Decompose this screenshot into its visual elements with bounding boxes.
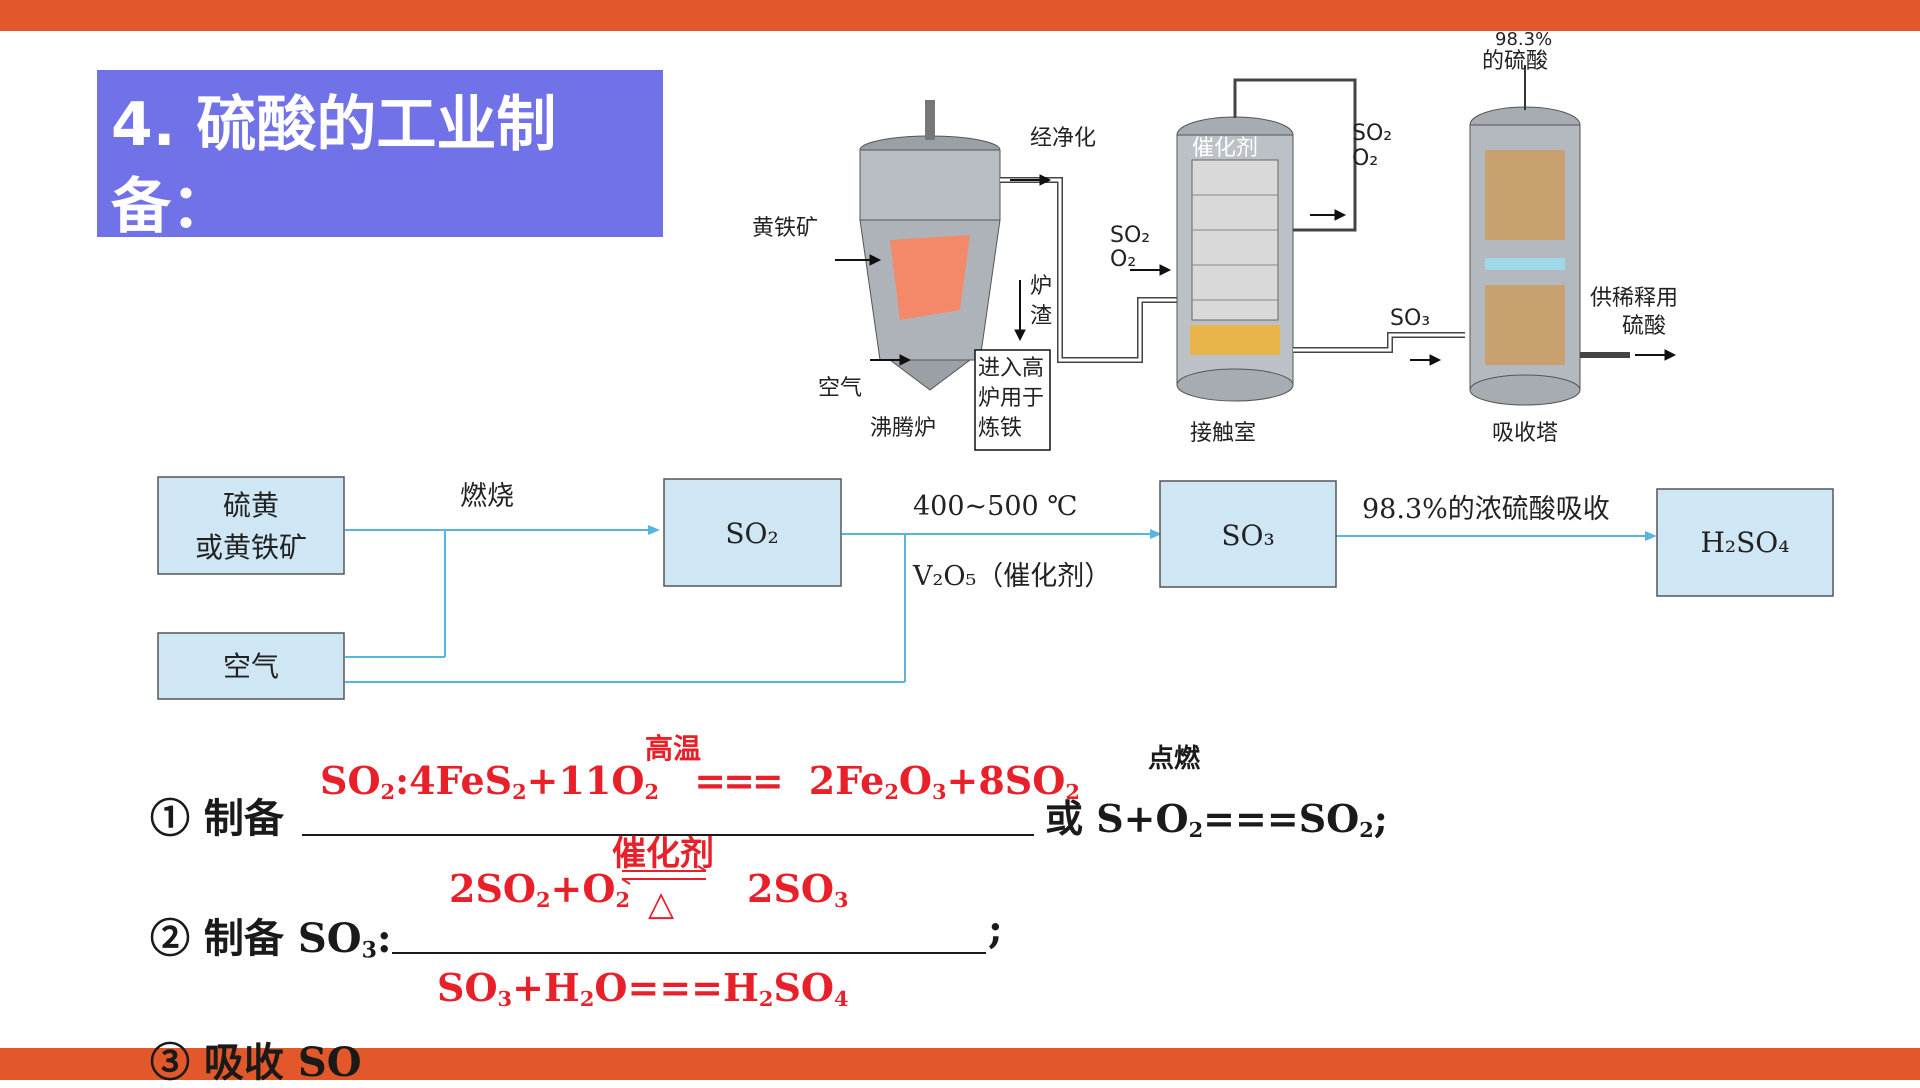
process-flowchart: 硫黄 或黄铁矿 空气 SO₂ SO₃ H₂SO₄ 燃烧 400~500 ℃ V₂… xyxy=(157,476,1834,700)
q2-answer-rhs: 2SO3 xyxy=(747,866,849,913)
box-raw-text-1: 硫黄 xyxy=(223,489,279,522)
label-o2-in: O₂ xyxy=(1110,247,1136,272)
contact-room xyxy=(1176,116,1294,402)
label-acid-in-2: 的硫酸 xyxy=(1482,49,1548,74)
label-furnace: 沸腾炉 xyxy=(870,416,936,441)
label-slag-use-2: 炉用于 xyxy=(978,386,1044,411)
q2-answer-line xyxy=(392,952,986,954)
label-contact-room: 接触室 xyxy=(1190,421,1256,446)
q2-label: ② 制备 SO3: xyxy=(150,915,392,964)
box-raw-text-2: 或黄铁矿 xyxy=(195,531,307,564)
q2-condition-top: 催化剂 xyxy=(612,834,714,874)
top-accent-bar xyxy=(0,0,1920,31)
label-slag-2: 渣 xyxy=(1030,304,1052,329)
label-pyrite: 黄铁矿 xyxy=(752,216,818,241)
label-slag-1: 炉 xyxy=(1030,274,1052,299)
label-acid-out-1: 供稀释用 xyxy=(1590,286,1678,311)
label-absorption-tower: 吸收塔 xyxy=(1492,421,1558,446)
q3-answer: SO3+H2O===H2SO4 xyxy=(437,965,849,1012)
step-temperature: 400~500 ℃ xyxy=(913,491,1077,522)
q2-condition-bottom: △ xyxy=(648,884,675,924)
q3-label: ③ 吸收 SO xyxy=(150,1039,362,1086)
box-so2-text: SO₂ xyxy=(725,517,778,550)
label-purified: 经净化 xyxy=(1030,126,1096,151)
label-slag-use-1: 进入高 xyxy=(978,356,1044,381)
boiling-furnace xyxy=(859,100,1001,391)
label-catalyst: 催化剂 xyxy=(1192,136,1258,161)
box-air xyxy=(157,632,345,700)
q2-end: ; xyxy=(988,906,1003,953)
label-slag-use-3: 炼铁 xyxy=(978,416,1022,441)
label-so2-recycle: SO₂ xyxy=(1352,121,1392,146)
q3-label-clipped: ③ 吸收 SO xyxy=(150,1030,550,1086)
step-catalyst: V₂O₅（催化剂） xyxy=(912,561,1111,592)
label-acid-in-1: 98.3% xyxy=(1495,29,1552,50)
reversible-arrow-icon xyxy=(621,865,707,885)
step-burn: 燃烧 xyxy=(460,481,514,512)
label-o2-recycle: O₂ xyxy=(1352,146,1378,171)
box-h2so4-text: H₂SO₄ xyxy=(1700,526,1789,559)
box-raw-material xyxy=(157,476,345,575)
absorption-tower xyxy=(1469,65,1630,406)
box-so2 xyxy=(663,478,842,587)
box-so3 xyxy=(1159,480,1337,588)
label-so2-in: SO₂ xyxy=(1110,223,1150,248)
bottom-accent-bar xyxy=(0,1048,1920,1080)
q1-answer: SO2:4FeS2+11O2 ===2Fe2O3+8SO2 xyxy=(320,758,1080,805)
q1-alternative: 或 S+O2===SO2; xyxy=(1045,796,1388,843)
q1-answer-line xyxy=(302,834,1034,836)
title-box: 4. 硫酸的工业制备： xyxy=(97,70,663,242)
label-acid-out-2: 硫酸 xyxy=(1622,314,1666,339)
step-absorb: 98.3%的浓硫酸吸收 xyxy=(1362,494,1610,525)
box-so3-text: SO₃ xyxy=(1221,519,1274,552)
label-air: 空气 xyxy=(818,376,862,401)
box-h2so4 xyxy=(1656,488,1834,597)
page-title: 4. 硫酸的工业制备： xyxy=(111,90,557,242)
q2-answer-lhs: 2SO2+O2 xyxy=(449,866,631,913)
label-so3: SO₃ xyxy=(1390,306,1430,331)
box-air-text: 空气 xyxy=(223,650,279,683)
q1-condition: 高温 xyxy=(645,732,702,765)
q1-label: ① 制备 xyxy=(150,795,284,842)
q1-or-condition: 点燃 xyxy=(1148,744,1201,774)
apparatus-diagram: 黄铁矿 空气 沸腾炉 经净化 炉 渣 进入高 炉用于 炼铁 SO₂ O₂ SO₂… xyxy=(752,29,1678,451)
